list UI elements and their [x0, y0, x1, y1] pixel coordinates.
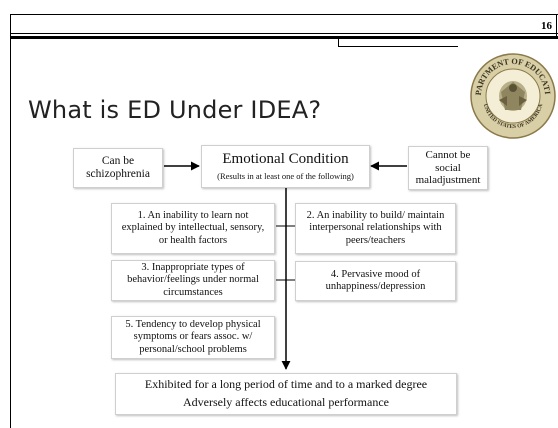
left-input-text: Can be schizophrenia	[86, 154, 150, 180]
criterion-5-box: 5. Tendency to develop physical symptoms…	[111, 316, 275, 359]
criterion-3-box: 3. Inappropriate types of behavior/feeli…	[111, 260, 275, 301]
center-condition-subtitle: (Results in at least one of the followin…	[217, 170, 354, 181]
criterion-4-box: 4. Pervasive mood of unhappiness/depress…	[295, 261, 456, 301]
center-condition-box: Emotional Condition (Results in at least…	[201, 145, 370, 188]
criterion-1-text: 1. An inability to learn not explained b…	[121, 210, 265, 246]
right-input-text: Cannot be social maladjustment	[415, 149, 481, 187]
header-rule-mid	[10, 33, 558, 34]
outcome-line-1: Exhibited for a long period of time and …	[144, 377, 428, 392]
center-condition-title: Emotional Condition	[222, 151, 349, 168]
right-border	[556, 14, 557, 38]
department-of-education-seal: DEPARTMENT OF EDUCATION UNITED STATES OF…	[469, 52, 556, 139]
left-input-box: Can be schizophrenia	[73, 148, 163, 188]
page-number: 16	[541, 20, 552, 32]
criterion-1-box: 1. An inability to learn not explained b…	[111, 203, 275, 254]
header-rule-short	[338, 46, 458, 47]
header-rule-thick	[10, 36, 558, 39]
criterion-5-text: 5. Tendency to develop physical symptoms…	[125, 319, 261, 355]
outcome-box: Exhibited for a long period of time and …	[115, 373, 457, 415]
criterion-2-box: 2. An inability to build/ maintain inter…	[295, 203, 456, 254]
right-input-box: Cannot be social maladjustment	[408, 146, 488, 190]
slide-title: What is ED Under IDEA?	[28, 96, 322, 124]
header-rule-top	[10, 14, 558, 15]
header-rule-short-left	[338, 36, 339, 47]
criterion-3-text: 3. Inappropriate types of behavior/feeli…	[127, 262, 259, 298]
criterion-4-text: 4. Pervasive mood of unhappiness/depress…	[325, 268, 426, 292]
left-border	[10, 14, 11, 428]
criterion-2-text: 2. An inability to build/ maintain inter…	[306, 210, 445, 246]
outcome-line-2: Adversely affects educational performanc…	[182, 395, 389, 409]
